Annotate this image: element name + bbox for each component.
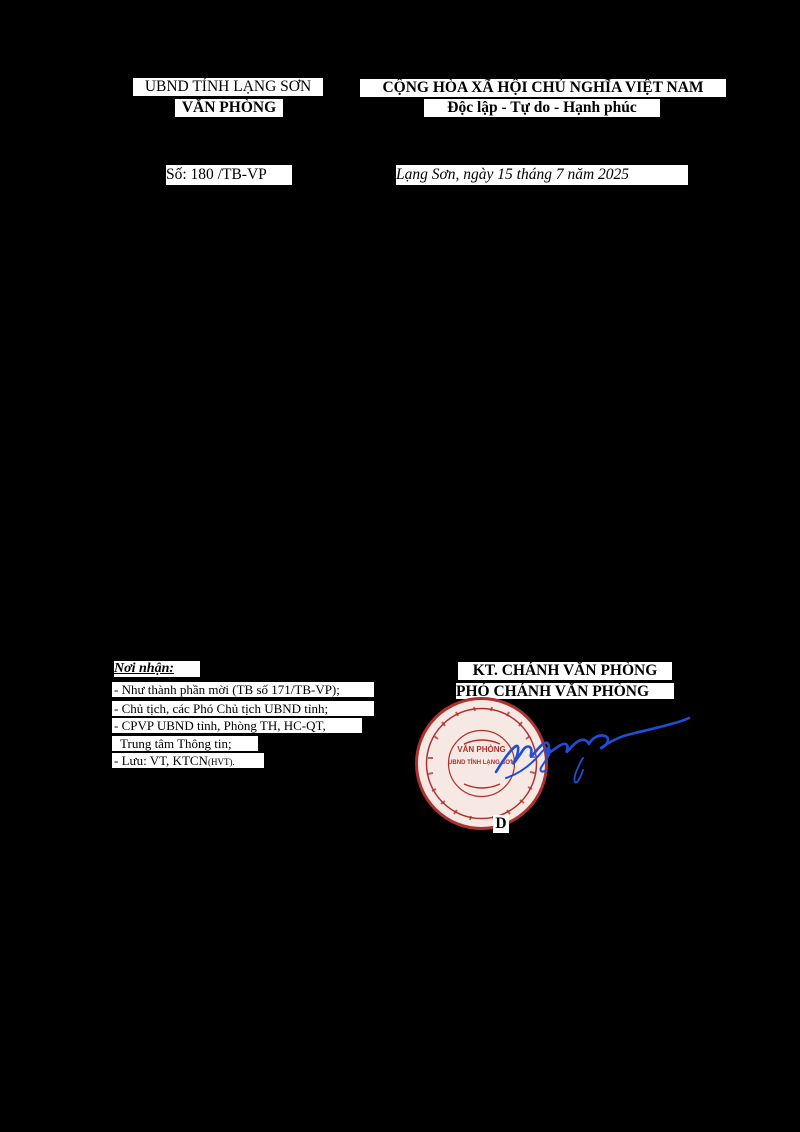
recipient-archive-suffix: (HVT). — [207, 757, 235, 767]
national-motto: Độc lập - Tự do - Hạnh phúc — [424, 99, 660, 117]
signer-subtitle: PHÓ CHÁNH VĂN PHÒNG — [456, 683, 674, 699]
stamp-seal-icon — [415, 697, 548, 830]
stamp-text-line1: VĂN PHÒNG — [457, 745, 506, 754]
recipient-item: - CPVP UBND tỉnh, Phòng TH, HC-QT, — [112, 718, 362, 733]
office-name: VĂN PHÒNG — [175, 99, 283, 117]
signature-icon — [494, 716, 691, 784]
recipient-item-archive: - Lưu: VT, KTCN(HVT). — [112, 753, 264, 768]
signer-subtitle-text: PHÓ CHÁNH VĂN PHÒNG — [456, 683, 650, 699]
agency-name: UBND TỈNH LẠNG SƠN — [133, 78, 323, 96]
recipient-archive-text: - Lưu: VT, KTCN — [114, 753, 208, 768]
recipient-item: - Chủ tịch, các Phó Chủ tịch UBND tỉnh; — [112, 701, 374, 716]
country-name: CỘNG HÒA XÃ HỘI CHỦ NGHĨA VIỆT NAM — [360, 79, 726, 97]
document-number: Số: 180 /TB-VP — [166, 165, 292, 185]
official-stamp: VĂN PHÒNG UBND TỈNH LẠNG SƠN — [414, 696, 549, 831]
stamp-text-line2: UBND TỈNH LẠNG SƠN — [448, 760, 515, 766]
document-place-date: Lạng Sơn, ngày 15 tháng 7 năm 2025 — [396, 165, 688, 185]
recipient-item: Trung tâm Thông tin; — [112, 736, 258, 751]
signer-title: KT. CHÁNH VĂN PHÒNG — [458, 662, 672, 680]
recipient-item: - Như thành phần mời (TB số 171/TB-VP); — [112, 682, 374, 697]
signer-name: D — [493, 815, 509, 833]
recipients-title: Nơi nhận: — [114, 661, 200, 677]
